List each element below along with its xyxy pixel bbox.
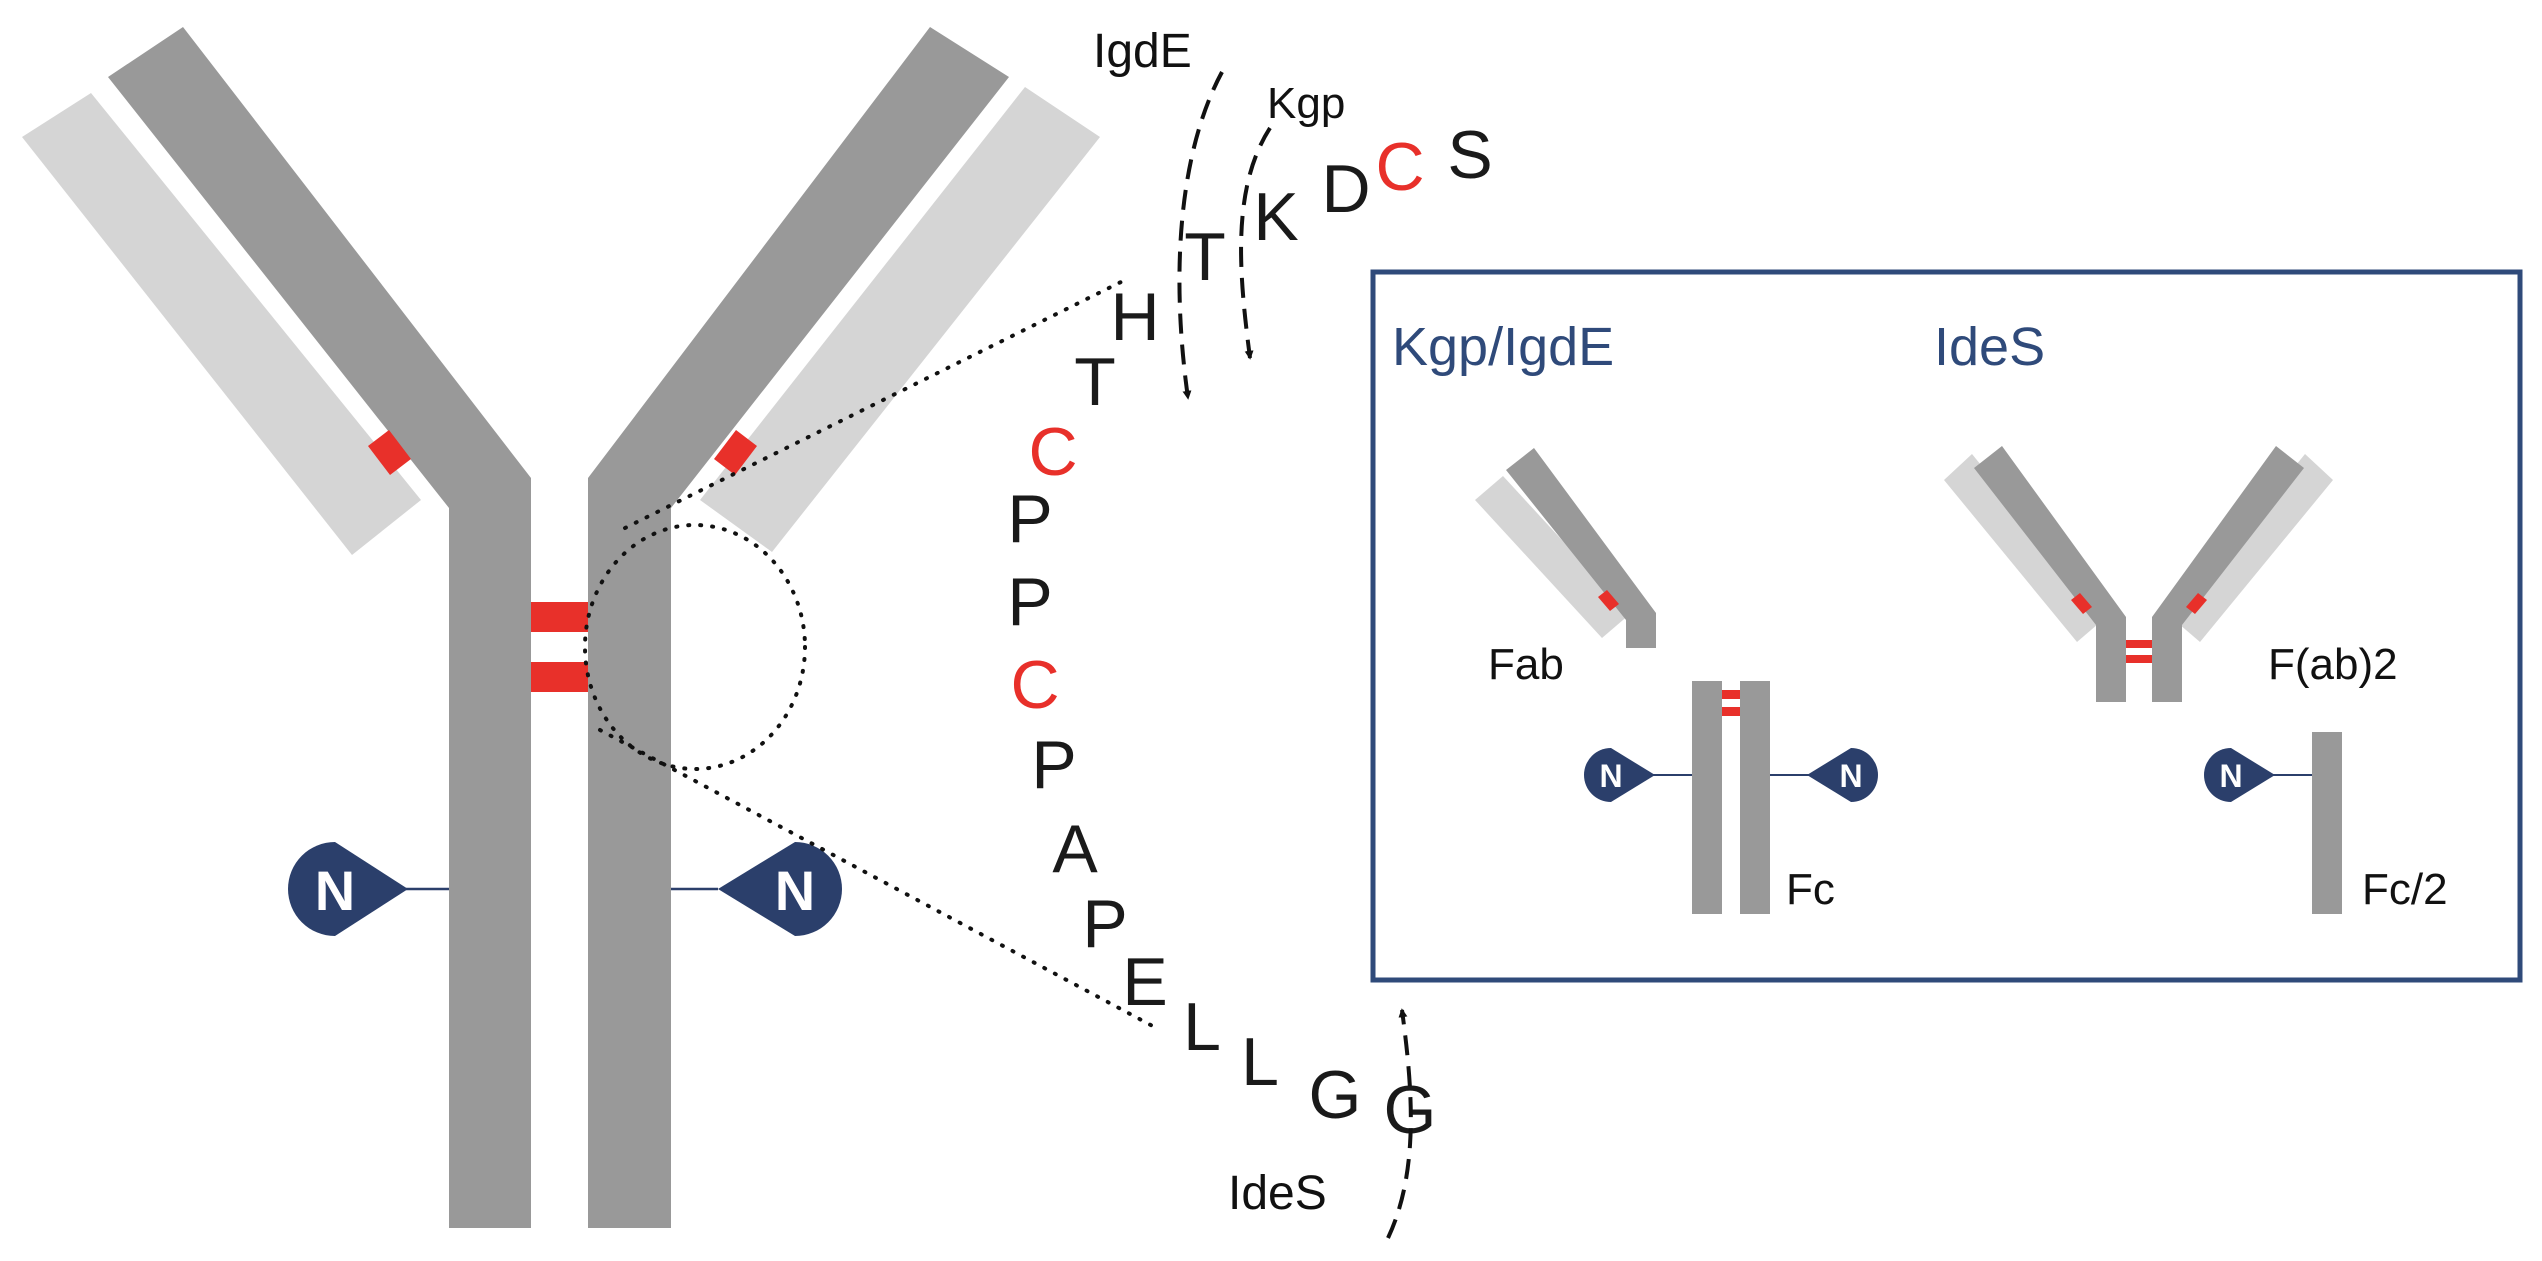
- fab-label: Fab: [1488, 640, 1564, 689]
- amino-acid-residue: L: [1183, 989, 1221, 1065]
- amino-acid-residue: T: [1184, 219, 1226, 295]
- fab2-fragment: [1944, 446, 2333, 702]
- disulfide-bond-hinge-2: [531, 662, 588, 692]
- fc-label: Fc: [1786, 865, 1835, 914]
- amino-acid-residue: P: [1031, 727, 1076, 803]
- inset-title-kgp-igde: Kgp/IgdE: [1392, 317, 1614, 377]
- n-glycan-small: N: [2204, 748, 2275, 802]
- glycan-label: N: [1839, 758, 1862, 794]
- glycan-label: N: [2219, 758, 2242, 794]
- heavy-chain-right: [588, 27, 1009, 1228]
- amino-acid-residue: A: [1052, 811, 1098, 887]
- zoom-line-lower: [598, 728, 1162, 1032]
- fab-fragment: [1475, 448, 1656, 648]
- fc-fragment: N N: [1584, 681, 1878, 914]
- igde-cleavage-arrow: [1177, 71, 1224, 400]
- glycan-label: N: [775, 859, 815, 922]
- amino-acid-residue: E: [1122, 944, 1167, 1020]
- cysteine-residue: C: [1010, 647, 1059, 723]
- amino-acid-residue: S: [1447, 117, 1492, 193]
- igde-label: IgdE: [1093, 25, 1192, 78]
- disulfide-bond-light-left: [368, 430, 411, 475]
- n-glycan-small: N: [1807, 748, 1878, 802]
- heavy-chain-left: [108, 27, 531, 1228]
- fc-half-label: Fc/2: [2362, 865, 2448, 914]
- amino-acid-residue: G: [1309, 1057, 1362, 1133]
- glycan-label: N: [315, 859, 355, 922]
- cleavage-products-inset: Kgp/IgdE IdeS Fab N N Fc: [1370, 269, 2523, 983]
- disulfide-bond-light-right: [714, 430, 757, 475]
- amino-acid-residue: D: [1321, 151, 1370, 227]
- protease-arrows: [1177, 71, 1413, 1239]
- light-chain-right: [700, 87, 1100, 552]
- disulfide-bond-hinge-1: [531, 602, 588, 632]
- hinge-zoom: [583, 278, 1162, 1032]
- inset-border: [1370, 269, 2523, 983]
- amino-acid-residue: T: [1074, 344, 1116, 420]
- kgp-cleavage-arrow: [1239, 126, 1272, 360]
- amino-acid-residue: P: [1082, 886, 1127, 962]
- inset-title-ides: IdeS: [1934, 317, 2045, 377]
- ides-label: IdeS: [1228, 1167, 1327, 1220]
- amino-acid-residue: P: [1007, 564, 1052, 640]
- cysteine-residue: C: [1028, 414, 1077, 490]
- amino-acid-residue: L: [1241, 1024, 1279, 1100]
- amino-acid-residue: P: [1007, 481, 1052, 557]
- amino-acid-residue: K: [1253, 179, 1298, 255]
- hinge-zoom-circle: [583, 523, 807, 771]
- fab2-label: F(ab)2: [2268, 640, 2398, 689]
- cysteine-residue: C: [1375, 129, 1424, 205]
- n-glycan-right: N: [718, 842, 842, 936]
- glycan-label: N: [1599, 758, 1622, 794]
- light-chain-left: [22, 93, 421, 555]
- ides-cleavage-arrow: [1386, 1008, 1413, 1239]
- igg-antibody: N N: [22, 27, 1100, 1228]
- n-glycan-small: N: [1584, 748, 1655, 802]
- amino-acid-residue: H: [1110, 279, 1159, 355]
- fc-half-fragment: N: [2204, 732, 2342, 914]
- n-glycan-left: N: [288, 842, 408, 936]
- kgp-label: Kgp: [1267, 79, 1345, 128]
